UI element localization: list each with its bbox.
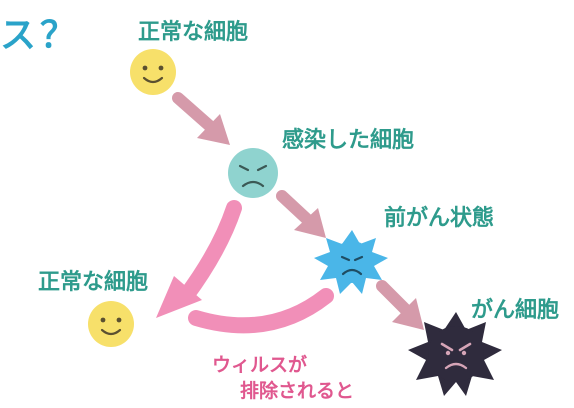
cancer-cell-icon: [408, 312, 502, 396]
label-normal-cell-top: 正常な細胞: [138, 20, 249, 45]
virus-removed-line1: ウィルスが: [212, 354, 308, 376]
virus-removed-line2: 排除されると: [240, 380, 355, 402]
arrow-infected-to-normal: [156, 200, 242, 318]
arrow-precancer-to-normal: [188, 288, 334, 334]
precancer-cell-icon: [314, 230, 388, 294]
label-normal-cell-left: 正常な細胞: [38, 270, 149, 295]
normal-cell-left-icon: [88, 301, 134, 347]
label-precancer: 前がん状態: [384, 206, 495, 231]
label-cancer-cell: がん細胞: [471, 298, 560, 323]
label-infected-cell: 感染した細胞: [282, 128, 415, 153]
virus-removed-label: ウィルスが 排除されると: [212, 352, 354, 404]
title-fragment: ス？: [0, 15, 81, 56]
arrow-precancer-to-cancer: [376, 280, 424, 330]
arrow-infected-to-precancer: [276, 190, 326, 238]
arrow-normal-to-infected: [172, 92, 230, 145]
normal-cell-top-icon: [130, 49, 176, 95]
infected-cell-icon: [228, 148, 278, 198]
